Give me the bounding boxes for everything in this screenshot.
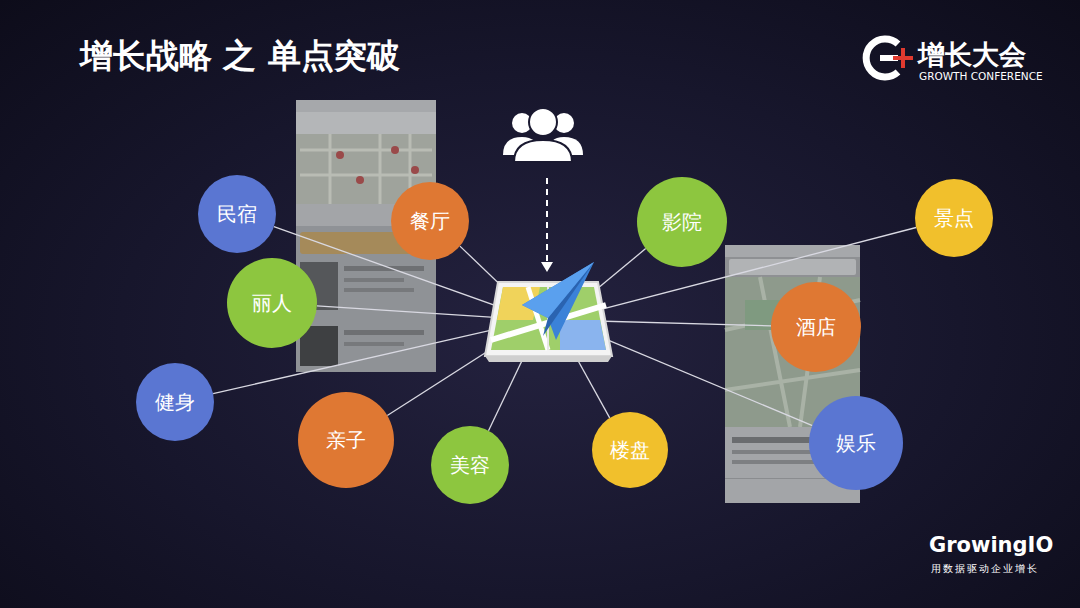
category-circle: 酒店: [771, 282, 861, 372]
category-circle: 健身: [136, 363, 214, 441]
category-label: 丽人: [252, 292, 292, 314]
users-icon: [503, 108, 583, 162]
category-label: 楼盘: [610, 439, 650, 461]
category-circle: 美容: [431, 426, 509, 504]
category-circle: 餐厅: [391, 182, 469, 260]
leader-line: [577, 228, 916, 316]
category-label: 美容: [450, 454, 490, 476]
logo-subtitle: GROWTH CONFERENCE: [919, 70, 1043, 82]
category-label: 餐厅: [410, 210, 450, 232]
logo-text: 增长大会: [918, 37, 1026, 73]
category-circle: 亲子: [298, 392, 394, 488]
category-circle: 丽人: [227, 258, 317, 348]
slide-title: 增长战略 之 单点突破: [80, 34, 400, 79]
brand-name: GrowingIO: [929, 533, 1053, 557]
category-label: 民宿: [217, 203, 257, 225]
category-label: 景点: [934, 207, 974, 229]
category-circle: 楼盘: [592, 412, 668, 488]
leader-line: [317, 306, 518, 319]
brand-slogan: 用数据驱动企业增长: [931, 563, 1039, 576]
category-label: 健身: [155, 391, 195, 413]
category-label: 影院: [662, 211, 702, 233]
category-label: 酒店: [796, 316, 836, 338]
logo-mark: [866, 39, 913, 77]
dashed-arrow: [541, 178, 553, 272]
category-circle: 影院: [637, 177, 727, 267]
category-circle: 景点: [915, 179, 993, 257]
category-label: 亲子: [326, 429, 366, 451]
category-circle: 民宿: [198, 175, 276, 253]
category-circle: 娱乐: [809, 396, 903, 490]
category-label: 娱乐: [836, 432, 876, 454]
